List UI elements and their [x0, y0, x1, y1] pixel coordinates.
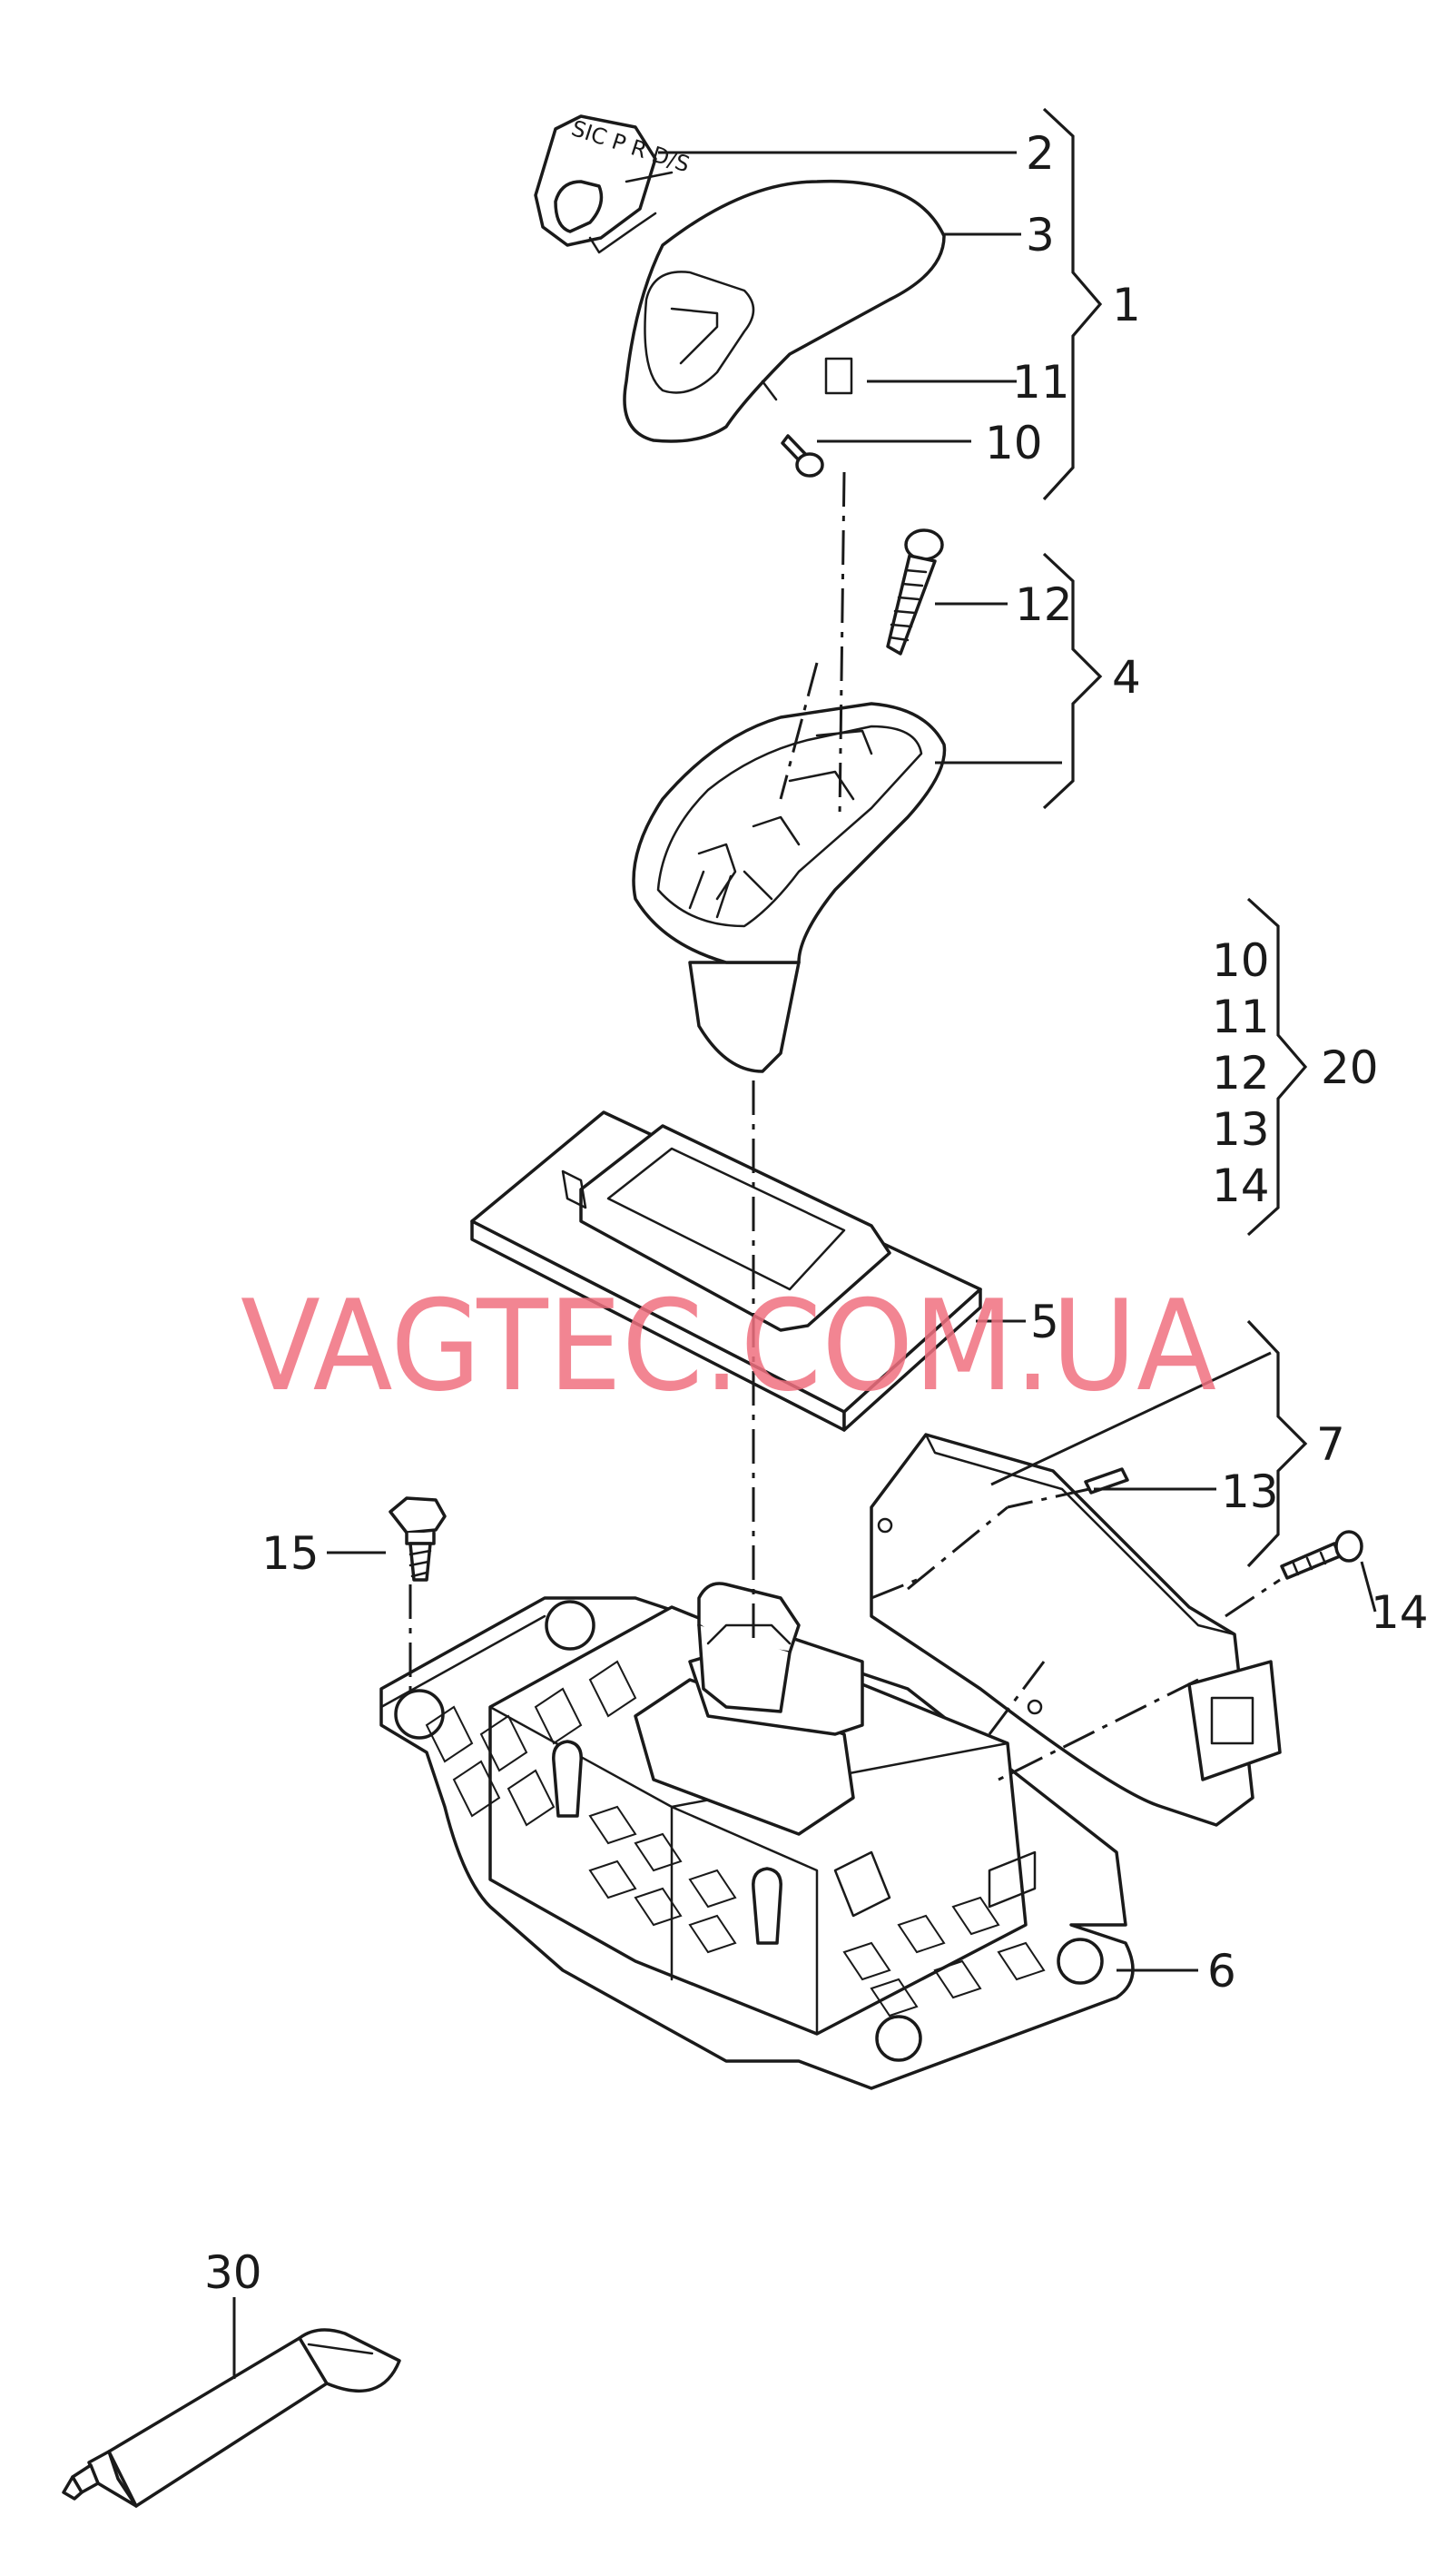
- callout-30: 30: [204, 2246, 262, 2299]
- part-3-knob-cover: [623, 179, 946, 443]
- callout-13: 13: [1221, 1465, 1279, 1518]
- leader-lines: [232, 151, 1377, 2379]
- part-14-screw: [1280, 1530, 1363, 1580]
- callout-12: 12: [1015, 578, 1073, 631]
- brace-group-1: [1042, 107, 1103, 501]
- callout-2: 2: [1026, 127, 1055, 180]
- callout-1: 1: [1112, 279, 1141, 331]
- callout-3: 3: [1026, 209, 1055, 261]
- callout-6: 6: [1207, 1945, 1236, 1998]
- brace-group-20: [1246, 897, 1308, 1237]
- part-5-gate-plate: [470, 1110, 982, 1432]
- callout-15: 15: [261, 1527, 320, 1580]
- group20-item-2: 12: [1212, 1047, 1270, 1100]
- braces: [1042, 107, 1308, 1568]
- callout-11: 11: [1012, 356, 1070, 409]
- callout-7: 7: [1316, 1418, 1345, 1471]
- assembly-axes: [408, 471, 1281, 1781]
- watermark: VAGTEC.COM.UA: [241, 1273, 1216, 1419]
- callout-14: 14: [1371, 1586, 1429, 1639]
- callouts: 2 3 1 11 10 12 4 5 7 13 14 15 6 30 20 10…: [204, 127, 1429, 2299]
- callout-5: 5: [1030, 1296, 1059, 1348]
- callout-10: 10: [985, 417, 1043, 469]
- brace-group-7: [1246, 1319, 1308, 1568]
- group20-item-1: 11: [1212, 991, 1270, 1043]
- part-4-knob-base: [632, 702, 947, 1073]
- callout-4: 4: [1112, 651, 1141, 704]
- group20-item-3: 13: [1212, 1103, 1270, 1156]
- part-6-shifter-base: [379, 1582, 1135, 2090]
- group20-item-4: 14: [1212, 1159, 1270, 1212]
- group20-item-0: 10: [1212, 934, 1270, 987]
- part-7-control-module: [870, 1433, 1282, 1827]
- part-30-grease-tube: [62, 2328, 401, 2508]
- part-10-screw: [781, 434, 824, 478]
- part-12-bolt: [886, 528, 944, 656]
- callout-20: 20: [1321, 1041, 1379, 1094]
- brace-group-4: [1042, 552, 1103, 810]
- part-2-button-cap: SIC P R D/S: [534, 114, 693, 254]
- part-15-screw: [389, 1496, 447, 1582]
